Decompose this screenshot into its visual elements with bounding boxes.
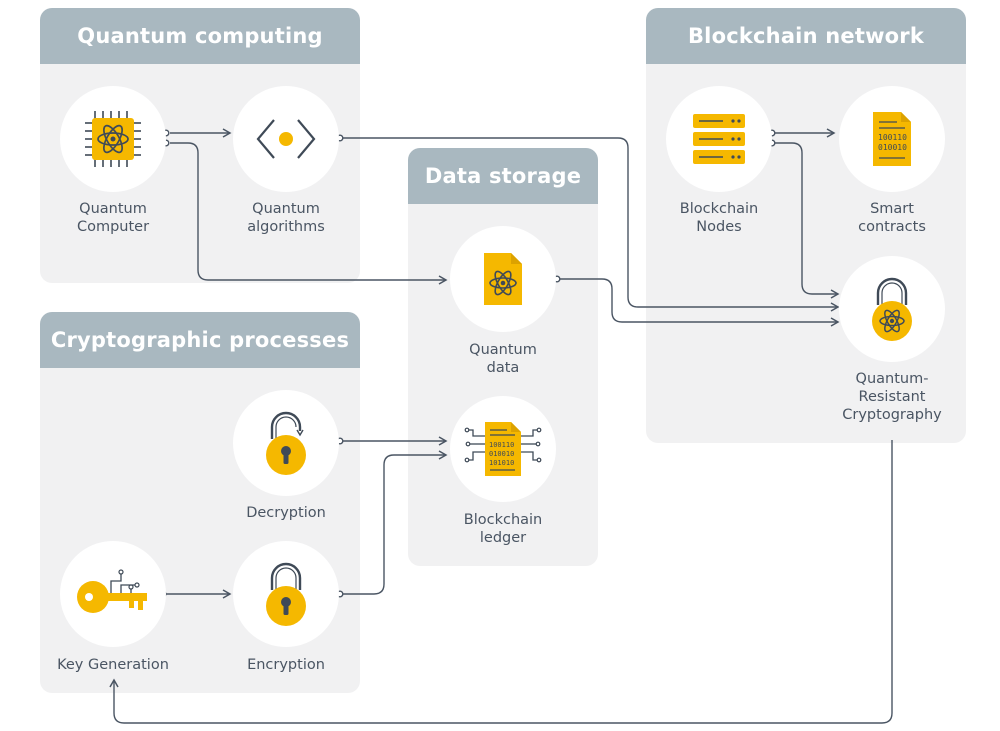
panel-title-quantum-computing: Quantum computing (40, 8, 360, 64)
connector-nodes-to-qrc (775, 142, 840, 299)
node-decryption (233, 390, 339, 496)
label-quantum-resistant-cryptography: Quantum- Resistant Cryptography (842, 371, 942, 423)
label-quantum-algorithms: Quantum algorithms (247, 201, 325, 235)
padlock-icon (266, 562, 306, 626)
label-key-generation: Key Generation (57, 657, 169, 673)
node-smart-contracts: 100110 010010 (839, 86, 945, 192)
connector-qrc-to-keygen (109, 440, 893, 724)
connector-algorithms-to-qrc (342, 137, 840, 312)
label-blockchain-ledger: Blockchain ledger (463, 512, 543, 546)
panel-title-cryptographic-processes: Cryptographic processes (40, 312, 360, 368)
open-padlock-icon (266, 411, 306, 475)
binary-ledger-icon: 100110 010010 101010 (464, 422, 542, 476)
node-quantum-data (450, 226, 556, 332)
panel-data-storage: Data storage (408, 148, 598, 566)
connector-encryption-to-ledger (342, 450, 448, 595)
panel-blockchain-network: Blockchain network (646, 8, 966, 443)
code-brackets-icon (256, 119, 316, 159)
connector-computer-to-quantum-data (170, 142, 448, 285)
server-icon (693, 114, 745, 164)
label-blockchain-nodes: Blockchain Nodes (679, 201, 759, 235)
binary-document-icon: 100110 010010 (873, 112, 911, 166)
circuit-key-icon (77, 569, 147, 613)
node-quantum-resistant-cryptography (839, 256, 945, 362)
atom-document-icon (484, 253, 522, 305)
connector-quantum-data-to-qrc (560, 278, 840, 327)
label-encryption: Encryption (247, 657, 325, 673)
panel-title-blockchain-network: Blockchain network (646, 8, 966, 64)
node-quantum-algorithms (233, 86, 339, 192)
label-quantum-computer: Quantum Computer (76, 201, 150, 235)
svg-text:100110: 100110 (878, 133, 907, 142)
label-quantum-data: Quantum data (469, 342, 537, 376)
node-blockchain-ledger: 100110 010010 101010 (450, 396, 556, 502)
svg-text:100110: 100110 (489, 441, 514, 449)
node-blockchain-nodes (666, 86, 772, 192)
node-quantum-computer (60, 86, 166, 192)
node-encryption (233, 541, 339, 647)
svg-text:101010: 101010 (489, 459, 514, 467)
atom-chip-icon (85, 111, 141, 167)
panel-cryptographic-processes: Cryptographic processes (40, 312, 360, 693)
svg-text:010010: 010010 (878, 143, 907, 152)
label-smart-contracts: Smart contracts (858, 201, 926, 235)
node-key-generation (60, 541, 166, 647)
label-decryption: Decryption (246, 505, 326, 521)
panel-title-data-storage: Data storage (408, 148, 598, 204)
atom-padlock-icon (872, 277, 912, 341)
svg-text:010010: 010010 (489, 450, 514, 458)
